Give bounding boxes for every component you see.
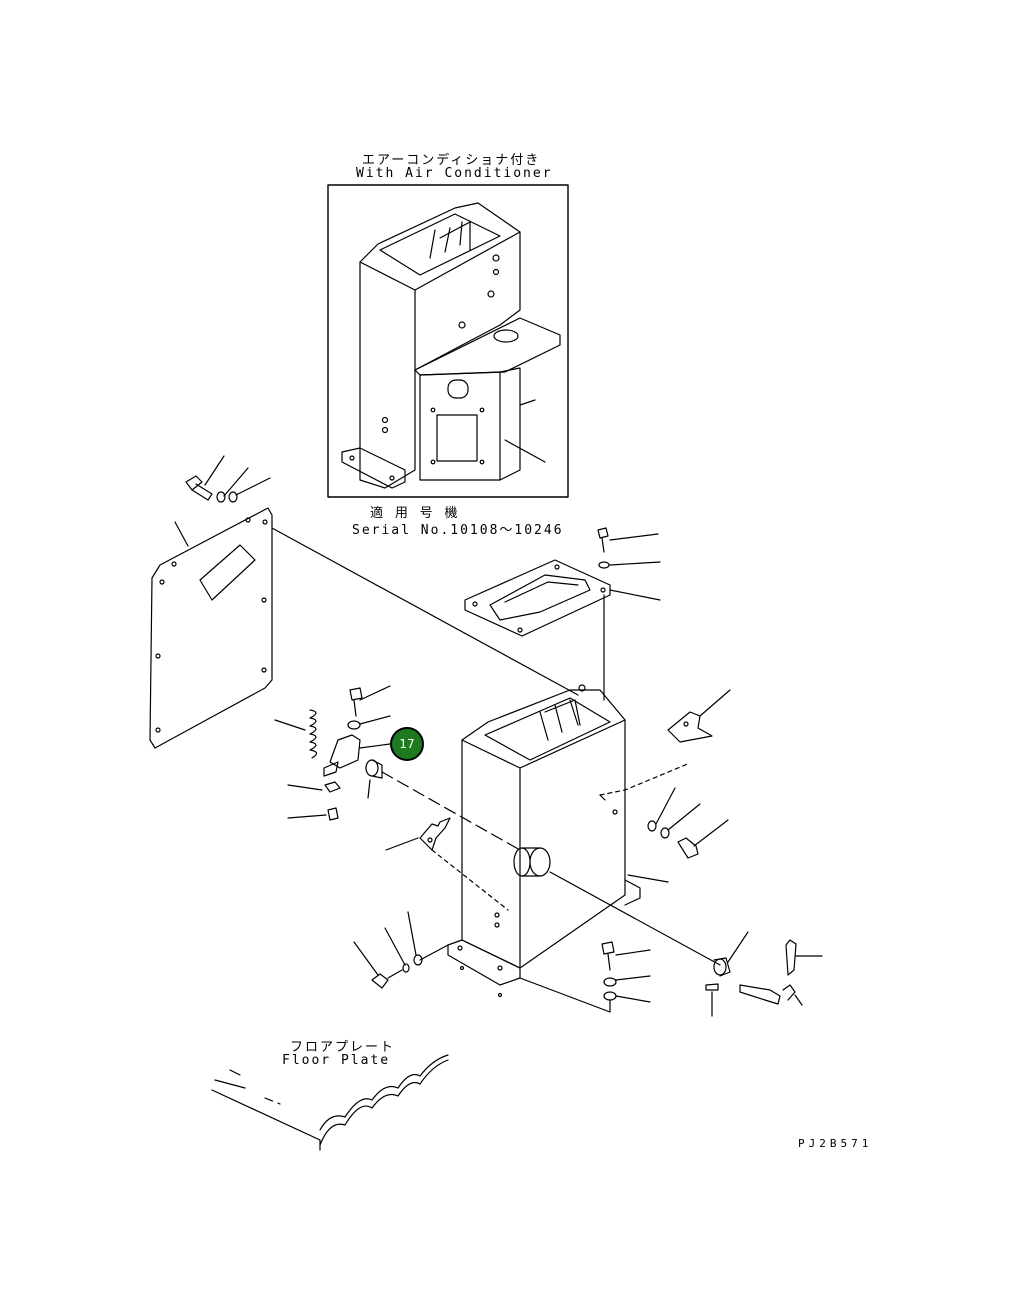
left-bracket (385, 817, 509, 911)
callout-17[interactable]: 17 (390, 727, 424, 761)
floor-plate-label-jp: フロアプレート (290, 1040, 396, 1055)
main-console (447, 684, 669, 986)
side-cover-panel (149, 507, 273, 749)
drawing-code: PJ2B571 (798, 1137, 873, 1150)
serial-label-jp: 適 用 号 機 (370, 506, 460, 521)
bottom-right-bolt-set (519, 941, 651, 1013)
left-linkage (274, 685, 521, 851)
plate-screw (597, 527, 661, 701)
top-left-bolt-set (185, 455, 271, 503)
right-bracket (599, 689, 731, 801)
right-bolt-set (647, 787, 729, 859)
inset-title-jp: エアーコンディショナ付き (362, 153, 541, 168)
inset-title-en: With Air Conditioner (356, 166, 553, 181)
floor-plate-label-en: Floor Plate (282, 1053, 391, 1068)
bottom-left-bolt-set (353, 911, 449, 989)
floor-plate-outline (211, 1054, 449, 1151)
serial-range: Serial No.10108～10246 (352, 523, 564, 538)
right-shaft (549, 871, 823, 1017)
shift-plate (464, 559, 661, 637)
inset-aircon-frame (327, 184, 569, 498)
